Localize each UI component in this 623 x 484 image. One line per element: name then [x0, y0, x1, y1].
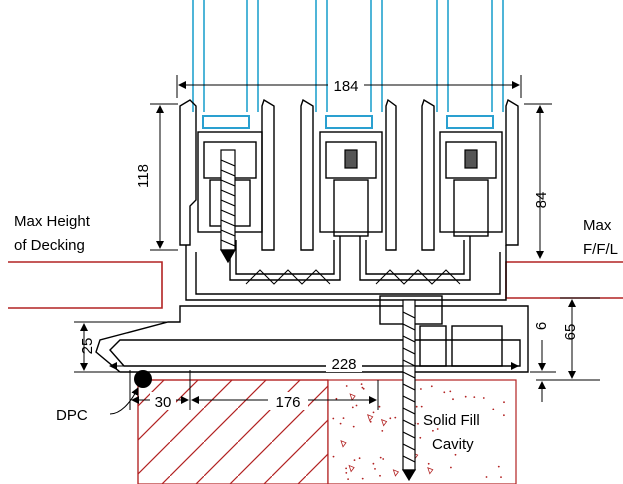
- fill-speckle: [339, 422, 342, 425]
- decking-lines: [8, 261, 623, 309]
- fill-speckle: [430, 385, 433, 388]
- glass-panes: [192, 0, 504, 112]
- fill-speckle: [432, 429, 434, 432]
- dimension-texts: 184 118 84 65 6 25 228 30 176: [79, 76, 579, 411]
- fill-speckle: [345, 472, 348, 474]
- fill-speckle: [382, 458, 385, 460]
- fill-speckle: [361, 477, 364, 480]
- fill-speckle: [378, 405, 381, 408]
- label-dpc: DPC: [56, 407, 88, 424]
- fill-speckle: [352, 425, 355, 428]
- dim-frame-height: 118: [135, 164, 152, 188]
- fill-speckle: [497, 465, 500, 468]
- fill-speckle: [372, 411, 375, 414]
- fill-speckle: [452, 398, 454, 401]
- fill-speckle: [473, 396, 476, 398]
- fill-speckle: [381, 430, 384, 432]
- fill-speckle: [420, 405, 423, 408]
- fill-speckle: [335, 397, 338, 400]
- fill-speckle: [485, 476, 488, 478]
- label-ffl-line1: Max: [583, 217, 612, 234]
- fill-speckle: [361, 386, 364, 389]
- dpc-marker: [134, 370, 152, 388]
- dim-cavity-width: 176: [275, 394, 300, 411]
- glazing-beads: [202, 115, 494, 129]
- fill-speckle: [482, 397, 485, 399]
- annotations: Max Height of Decking Max F/F/L DPC Soli…: [14, 213, 618, 453]
- fill-speckle: [374, 468, 376, 470]
- fill-speckle: [342, 417, 345, 419]
- label-fill-line1: Solid Fill: [423, 412, 480, 429]
- fill-speckle: [389, 417, 392, 420]
- fill-speckle: [415, 405, 418, 408]
- fill-speckle: [351, 406, 354, 409]
- fill-speckle: [427, 462, 430, 465]
- fill-speckle: [360, 383, 363, 385]
- fill-speckle: [503, 414, 505, 417]
- fill-speckle: [450, 466, 452, 469]
- fill-speckle: [345, 467, 347, 470]
- fill-aggregate: [380, 418, 388, 427]
- dimension-lines: [74, 75, 600, 415]
- fill-speckle: [362, 387, 365, 390]
- fill-speckle: [436, 428, 439, 430]
- fill-speckle: [420, 388, 422, 390]
- fill-speckle: [419, 436, 422, 439]
- dim-sill-length: 228: [331, 356, 356, 373]
- fill-speckle: [332, 455, 335, 458]
- fill-speckle: [372, 462, 375, 465]
- dim-dpc-offset: 30: [155, 394, 172, 411]
- fill-speckle: [369, 420, 372, 423]
- window-frame-profiles: [95, 98, 529, 373]
- label-fill-line2: Cavity: [432, 436, 474, 453]
- fill-speckle: [454, 453, 457, 456]
- label-decking-line2: of Decking: [14, 237, 85, 254]
- fill-speckle: [449, 390, 452, 393]
- dim-sill-step: 6: [533, 322, 550, 330]
- fill-speckle: [464, 395, 467, 398]
- fill-speckle: [358, 457, 361, 460]
- fill-speckle: [503, 401, 505, 404]
- fill-speckle: [379, 456, 382, 459]
- fill-speckle: [332, 417, 335, 420]
- dim-sill-total-height: 65: [562, 324, 579, 341]
- dim-overall-width: 184: [333, 78, 358, 95]
- fill-speckle: [417, 422, 419, 425]
- track-details: [245, 269, 461, 285]
- fill-speckle: [394, 416, 397, 419]
- fill-speckle: [492, 408, 495, 411]
- fill-aggregate: [340, 440, 347, 448]
- label-decking-line1: Max Height: [14, 213, 91, 230]
- fill-aggregate: [392, 469, 400, 477]
- dim-sash-height: 84: [533, 192, 550, 209]
- solid-fill-cavity: [327, 379, 517, 484]
- fill-speckle: [347, 478, 349, 480]
- fill-aggregate: [348, 464, 355, 473]
- screw-fixings: [219, 149, 478, 482]
- dim-sill-projection: 25: [79, 338, 96, 355]
- fill-aggregate: [367, 414, 374, 422]
- fill-speckle: [379, 474, 381, 477]
- fill-speckle: [353, 459, 356, 461]
- fill-speckle: [355, 404, 358, 407]
- fill-speckle: [443, 391, 446, 394]
- fill-speckle: [500, 476, 502, 478]
- label-ffl-line2: F/F/L: [583, 241, 618, 258]
- fill-aggregate: [427, 467, 434, 475]
- fill-speckle: [345, 385, 348, 387]
